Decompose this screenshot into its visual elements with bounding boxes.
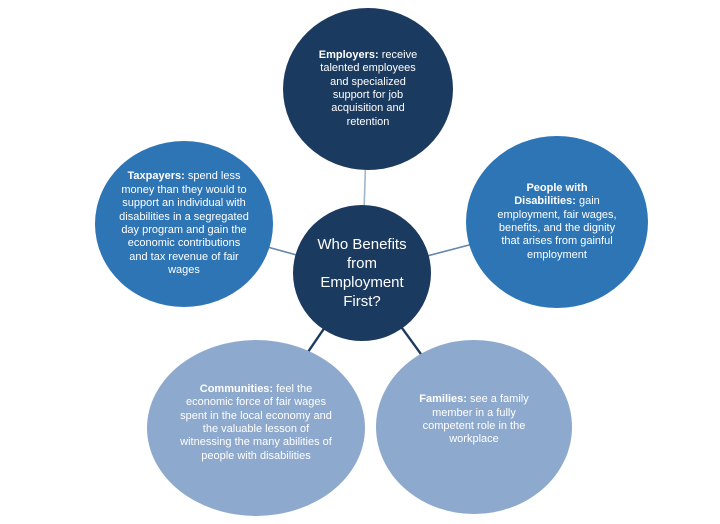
node-taxpayers: Taxpayers: spend less money than they wo… <box>95 141 273 307</box>
node-communities: Communities: feel the economic force of … <box>147 340 365 516</box>
node-people-with-disabilities-text: People with Disabilities: gain employmen… <box>497 182 617 262</box>
node-employers: Employers: receive talented employees an… <box>283 8 453 170</box>
node-taxpayers-text: Taxpayers: spend less money than they wo… <box>118 170 250 277</box>
node-families-body: see a family member in a fully competent… <box>422 393 529 446</box>
node-people-with-disabilities-lead: People with Disabilities: <box>514 181 588 208</box>
node-communities-body: feel the economic force of fair wages sp… <box>180 382 332 462</box>
node-families-lead: Families: <box>419 393 467 406</box>
node-taxpayers-lead: Taxpayers: <box>127 170 185 183</box>
node-employers-lead: Employers: <box>318 48 379 61</box>
node-people-with-disabilities: People with Disabilities: gain employmen… <box>466 136 648 308</box>
node-taxpayers-body: spend less money than they would to supp… <box>119 170 249 277</box>
node-employers-text: Employers: receive talented employees an… <box>312 49 424 129</box>
node-families-text: Families: see a family member in a fully… <box>414 393 534 447</box>
node-communities-text: Communities: feel the economic force of … <box>176 383 336 463</box>
node-people-with-disabilities-body: gain employment, fair wages, benefits, a… <box>497 195 617 261</box>
node-employers-body: receive talented employees and specializ… <box>320 48 418 128</box>
node-communities-lead: Communities: <box>199 382 274 395</box>
center-circle: Who Benefits from Employment First? <box>293 205 431 341</box>
node-families: Families: see a family member in a fully… <box>376 340 572 514</box>
center-circle-label: Who Benefits from Employment First? <box>317 235 407 311</box>
